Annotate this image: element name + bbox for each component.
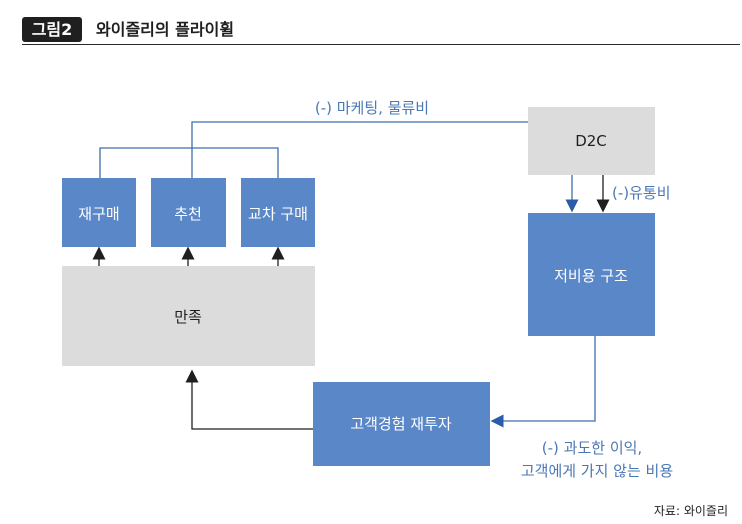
excess-cost-label-line2: 고객에게 가지 않는 비용 — [521, 462, 673, 480]
recommend-node — [151, 178, 226, 247]
satisfaction-label: 만족 — [174, 308, 202, 326]
satisfaction-node — [62, 266, 315, 366]
distribution-cost-label: (-)유통비 — [612, 184, 671, 202]
reinvest-to-satisfaction-arrow — [185, 369, 313, 430]
reinvest-label: 고객경험 재투자 — [350, 415, 452, 433]
flywheel-diagram: D2C (-) 마케팅, 물류비 재구매 추천 교차 구매 만족 (-)유통비 … — [62, 99, 673, 480]
cross-purchase-node — [241, 178, 315, 247]
low-cost-node — [528, 213, 655, 336]
recommend-label: 추천 — [174, 205, 202, 223]
repurchase-label: 재구매 — [78, 205, 119, 223]
d2c-node — [528, 107, 655, 175]
source-note: 자료: 와이즐리 — [653, 504, 728, 518]
branch-bus — [99, 147, 279, 178]
marketing-connector — [191, 121, 528, 148]
low-cost-label: 저비용 구조 — [554, 267, 628, 285]
figure-number-badge: 그림2 — [22, 17, 82, 42]
cross-purchase-label: 교차 구매 — [248, 205, 308, 223]
figure-title: 와이즐리의 플라이휠 — [96, 20, 235, 39]
marketing-cost-label: (-) 마케팅, 물류비 — [315, 99, 429, 117]
d2c-label: D2C — [575, 132, 607, 150]
lowcost-to-reinvest-arrow — [490, 336, 596, 428]
reinvest-node — [313, 382, 490, 466]
title-divider — [22, 44, 740, 45]
excess-cost-label-line1: (-) 과도한 이익, — [542, 439, 642, 457]
repurchase-node — [62, 178, 136, 247]
